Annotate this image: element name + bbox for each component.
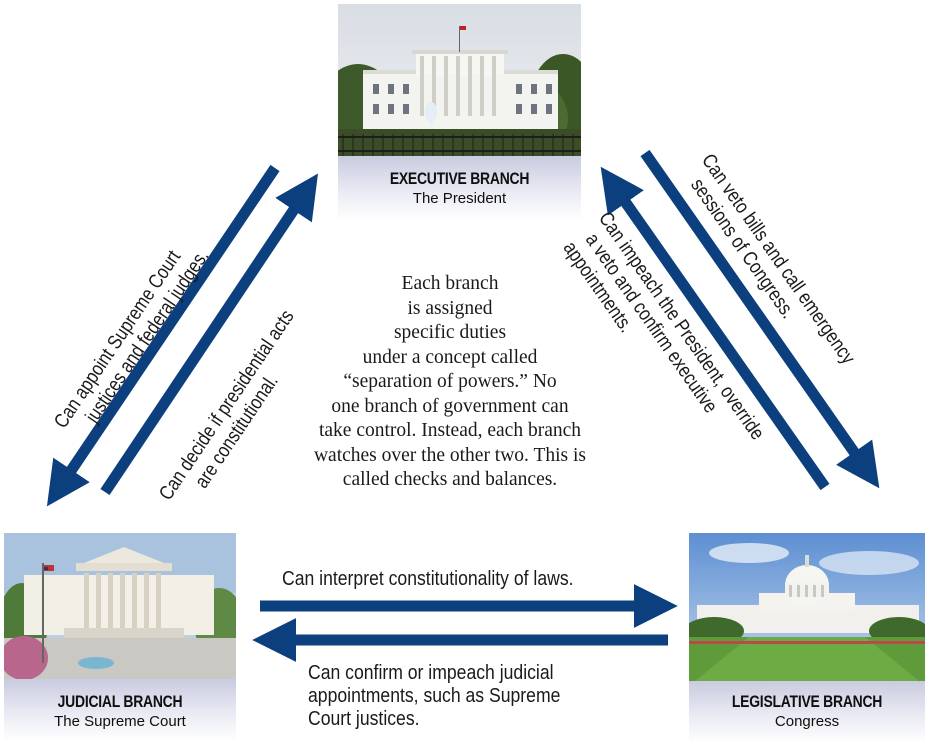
legislative-caption: LEGISLATIVE BRANCH Congress bbox=[689, 681, 925, 743]
arrow-judicial-to-exec bbox=[100, 173, 319, 496]
center-explanation: Each branch is assigned specific duties … bbox=[285, 272, 615, 493]
center-line: watches over the other two. This is bbox=[313, 444, 587, 466]
center-line: Each branch bbox=[401, 273, 499, 294]
arrow-exec-to-judicial bbox=[46, 164, 280, 507]
executive-title: EXECUTIVE BRANCH bbox=[389, 169, 530, 188]
judicial-title: JUDICIAL BRANCH bbox=[57, 692, 183, 711]
capitol-photo bbox=[689, 533, 925, 681]
label-legislative-to-judicial: Can confirm or impeach judicial appointm… bbox=[308, 662, 561, 730]
supreme-court-photo bbox=[4, 533, 236, 679]
center-line: called checks and balances. bbox=[342, 469, 558, 490]
executive-caption: EXECUTIVE BRANCH The President bbox=[338, 156, 581, 220]
center-line: under a concept called bbox=[362, 346, 538, 368]
center-line: “separation of powers.” No bbox=[343, 371, 557, 392]
white-house-photo bbox=[338, 4, 581, 156]
judicial-caption: JUDICIAL BRANCH The Supreme Court bbox=[4, 679, 236, 741]
arrow-exec-to-legislative bbox=[640, 149, 880, 489]
center-line: specific duties bbox=[393, 322, 507, 343]
center-line: is assigned bbox=[407, 297, 493, 319]
executive-subtitle: The President bbox=[412, 190, 507, 207]
arrow-legislative-to-exec bbox=[600, 166, 830, 491]
label-judicial-to-legislative: Can interpret constitutionality of laws. bbox=[282, 568, 574, 590]
center-line: one branch of government can bbox=[331, 395, 569, 417]
legislative-subtitle: Congress bbox=[774, 713, 840, 730]
center-line: take control. Instead, each branch bbox=[318, 420, 582, 441]
judicial-subtitle: The Supreme Court bbox=[54, 713, 186, 730]
legislative-title: LEGISLATIVE BRANCH bbox=[731, 692, 883, 711]
